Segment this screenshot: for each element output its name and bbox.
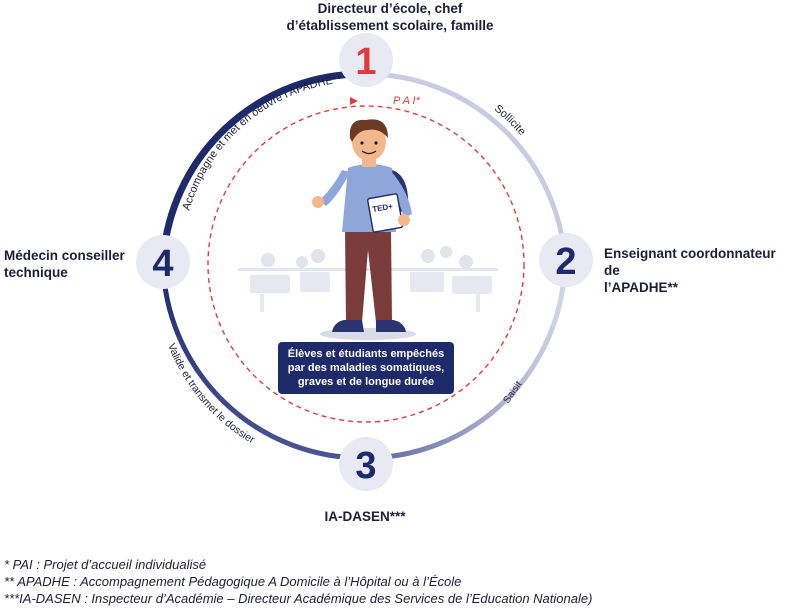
node-3-label: IA-DASEN*** (300, 508, 430, 525)
student-arm-left (320, 170, 350, 206)
student-arm-right (386, 170, 412, 218)
node-2: 2 (539, 233, 593, 287)
student-shoe-left (332, 320, 364, 332)
book: TED+ (367, 193, 404, 233)
student-eye-left (360, 141, 364, 145)
student-hair (349, 119, 388, 142)
node-2-label-line-2: l’APADHE** (604, 280, 679, 295)
student-head (352, 123, 386, 161)
node-2-label-line-1: Enseignant coordonnateur de (604, 246, 776, 278)
node-1-label-line-1: Directeur d’école, chef (317, 1, 463, 16)
classroom-background (238, 246, 498, 312)
pai-dashed-loop (207, 105, 525, 423)
arc-3-to-4 (160, 261, 367, 461)
footnote-apadhe: ** APADHE : Accompagnement Pédagogique A… (4, 574, 462, 589)
node-4-label: Médecin conseiller technique (4, 247, 144, 281)
node-2-label: Enseignant coordonnateur de l’APADHE** (604, 245, 794, 296)
pai-label: P A I* (393, 95, 421, 107)
node-4-label-line-2: technique (4, 265, 68, 280)
student-eye-right (374, 141, 378, 145)
student-illustration: TED+ (312, 119, 416, 340)
node-1-label: Directeur d’école, chef d’établissement … (270, 0, 510, 34)
center-badge-line-3: graves et de longue durée (297, 376, 435, 388)
node-4-label-line-1: Médecin conseiller (4, 248, 125, 263)
book-label: TED+ (372, 202, 394, 215)
student-hand-right (398, 214, 410, 226)
student-shoe-right (376, 320, 406, 332)
arc-label-accompagne-text: Accompagne et met en oeuvre l’APADHE** (181, 73, 343, 211)
center-badge-line-2: par des maladies somatiques, (287, 362, 445, 374)
node-3: 3 (339, 437, 393, 491)
center-badge: Élèves et étudiants empêchés par des mal… (278, 342, 454, 394)
node-1: 1 (339, 33, 393, 87)
node-1-number: 1 (355, 41, 376, 83)
node-3-number: 3 (355, 445, 376, 487)
arc-label-valide-text: Valide et transmet le dossier (165, 342, 257, 447)
node-2-number: 2 (555, 241, 576, 283)
footnote-ia-dasen: ***IA-DASEN : Inspecteur d’Académie – Di… (4, 591, 593, 606)
pai-arrow-icon (350, 97, 358, 105)
arc-label-accompagne: Accompagne et met en oeuvre l’APADHE** (181, 73, 343, 211)
node-3-label-line-1: IA-DASEN*** (324, 509, 406, 524)
node-4: 4 (136, 235, 190, 289)
student-hand-left (312, 196, 324, 208)
center-badge-line-1: Élèves et étudiants empêchés (287, 348, 445, 360)
arc-label-valide: Valide et transmet le dossier (165, 342, 257, 447)
arc-1-to-2 (365, 71, 568, 263)
student-legs (345, 228, 392, 322)
arc-4-to-1 (159, 70, 367, 263)
footnote-pai: * PAI : Projet d’accueil individualisé (4, 557, 207, 572)
student-smile (361, 150, 377, 155)
node-1-label-line-2: d’établissement scolaire, famille (286, 18, 494, 33)
arc-2-to-3 (365, 261, 568, 461)
node-4-number: 4 (152, 243, 173, 285)
